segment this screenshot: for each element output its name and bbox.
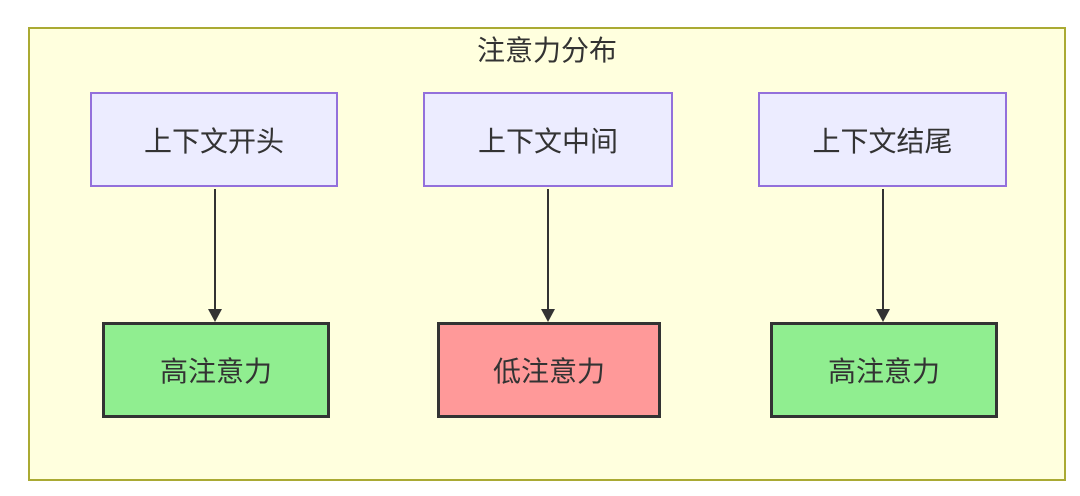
node-context-middle: 上下文中间 bbox=[423, 92, 673, 187]
edge-context-middle-to-attention bbox=[540, 189, 556, 322]
arrowhead-icon bbox=[876, 309, 890, 322]
edge-context-start-to-attention bbox=[207, 189, 223, 322]
node-context-start-label: 上下文开头 bbox=[143, 125, 284, 157]
arrow-shaft bbox=[214, 189, 216, 310]
node-attention-middle-label: 低注意力 bbox=[492, 356, 605, 387]
node-context-end: 上下文结尾 bbox=[758, 92, 1007, 187]
node-attention-start-label: 高注意力 bbox=[159, 356, 272, 387]
node-attention-start-high: 高注意力 bbox=[102, 322, 330, 418]
node-attention-end-label: 高注意力 bbox=[827, 356, 940, 387]
node-context-end-label: 上下文结尾 bbox=[812, 125, 953, 157]
arrow-shaft bbox=[547, 189, 549, 310]
arrowhead-icon bbox=[541, 309, 555, 322]
node-context-start: 上下文开头 bbox=[90, 92, 338, 187]
node-attention-middle-low: 低注意力 bbox=[437, 322, 661, 418]
diagram-title: 注意力分布 bbox=[476, 35, 617, 66]
node-context-middle-label: 上下文中间 bbox=[477, 125, 618, 157]
arrow-shaft bbox=[882, 189, 884, 310]
node-attention-end-high: 高注意力 bbox=[770, 322, 998, 418]
edge-context-end-to-attention bbox=[875, 189, 891, 322]
arrowhead-icon bbox=[208, 309, 222, 322]
